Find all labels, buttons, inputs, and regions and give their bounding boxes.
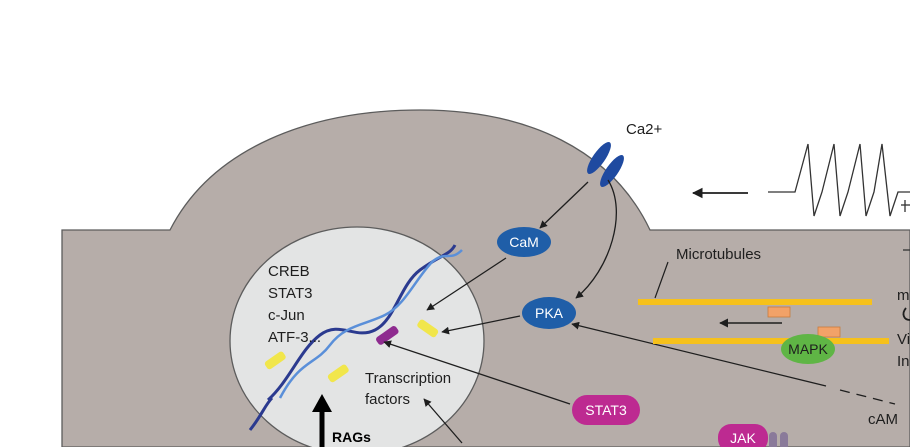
arrow-stat3-to-tf [383, 340, 571, 405]
tf-marker-purple [376, 326, 399, 345]
vi-label-partial: Vi [897, 331, 910, 348]
camp-label-partial: cAM [868, 411, 898, 428]
tf-list-atf3: ATF-3... [268, 329, 321, 346]
cargo-vesicle-bottom [817, 326, 841, 338]
pka-label: PKA [535, 305, 564, 321]
receptor-segment-2 [780, 432, 788, 447]
arrow-channel-to-cam [539, 181, 589, 229]
ca-label: Ca2+ [626, 121, 663, 138]
stat3-label: STAT3 [585, 402, 627, 418]
jak-label: JAK [730, 430, 756, 446]
dna-strand [248, 244, 463, 431]
in-label-partial: In [897, 353, 910, 370]
microtubule-leader [654, 261, 669, 299]
cam-label: CaM [509, 234, 539, 250]
cell-body [61, 109, 910, 447]
receptor-segment [769, 432, 777, 447]
rags-label: RAGs [332, 429, 371, 445]
camp-dashed-line [839, 389, 896, 405]
nucleus [229, 226, 485, 447]
mapk-protein [781, 334, 835, 364]
rags-arrowhead [312, 394, 332, 412]
cam-protein [497, 227, 551, 257]
arrow-pka-to-tf [441, 315, 521, 335]
tf-marker-yellow-center [327, 364, 349, 383]
calcium-channel-icon [587, 142, 624, 187]
m-label-partial: m [897, 287, 910, 304]
arrow-cam-to-dna [426, 257, 507, 311]
tf-list-cjun: c-Jun [268, 307, 305, 324]
arrow-to-tf-label [423, 398, 463, 444]
tf-label-line1: Transcription [365, 370, 451, 387]
pka-protein [522, 297, 576, 329]
tf-marker-yellow-right [417, 319, 439, 338]
arrow-camp-to-pka [571, 321, 827, 387]
microtubules-label: Microtubules [676, 246, 761, 263]
tf-list-creb: CREB [268, 263, 310, 280]
cargo-vesicle-top [767, 306, 791, 318]
action-potential-trace [768, 143, 910, 217]
jak-protein [718, 424, 768, 447]
tf-list-stat3: STAT3 [268, 285, 312, 302]
tf-label-line2: factors [365, 391, 410, 408]
tf-marker-yellow-left [264, 351, 286, 370]
edge-glyph [902, 307, 910, 321]
mapk-label: MAPK [788, 341, 828, 357]
stat3-protein [572, 395, 640, 425]
arrow-channel-to-pka [575, 179, 617, 299]
